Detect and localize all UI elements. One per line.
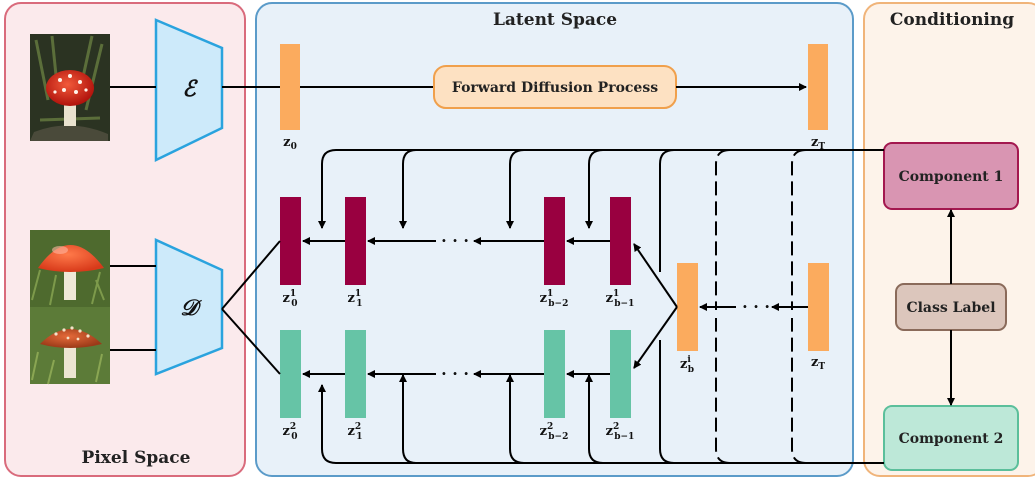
latent-z0-2: [280, 330, 301, 418]
latent-zb-i: [677, 263, 698, 351]
forward-diffusion-label: Forward Diffusion Process: [452, 80, 658, 96]
class-label-text: Class Label: [906, 300, 995, 316]
latent-zb-1-2: [610, 330, 631, 418]
component-1-label: Component 1: [899, 169, 1004, 185]
latent-z0: [280, 44, 300, 130]
latent-z1-2: [345, 330, 366, 418]
component-1-box: Component 1: [883, 142, 1019, 210]
latent-zT-top: [808, 44, 828, 130]
latent-zT-mid: [808, 263, 829, 351]
conditioning-bus-1: [318, 149, 884, 310]
encoder-symbol: ℰ: [182, 76, 198, 102]
encoder-block: ℰ: [154, 18, 224, 162]
conditioning-title: Conditioning: [890, 10, 1014, 30]
mushroom-image-input: [30, 34, 110, 141]
latent-z0-1: [280, 197, 301, 285]
latent-space-title: Latent Space: [493, 10, 617, 30]
forward-diffusion-process-box: Forward Diffusion Process: [433, 65, 677, 109]
decoder-connections: [110, 240, 281, 375]
decoder-symbol: 𝒟: [180, 295, 202, 321]
label-zT-mid: zT: [811, 355, 825, 372]
component-2-label: Component 2: [899, 431, 1004, 447]
branch-arrows: [633, 243, 808, 369]
ellipsis-middle: · · ·: [742, 297, 770, 316]
label-zT-top: zT: [811, 135, 825, 152]
latent-zb-2-1: [544, 197, 565, 285]
label-z0: z0: [283, 135, 297, 152]
component-2-box: Component 2: [883, 405, 1019, 471]
latent-zb-2-2: [544, 330, 565, 418]
ellipsis-row-2: · · ·: [441, 364, 469, 383]
class-label-box: Class Label: [895, 283, 1007, 331]
conditioning-bus-2: [318, 318, 884, 464]
ellipsis-row-1: · · ·: [441, 231, 469, 250]
latent-zb-1-1: [610, 197, 631, 285]
pixel-space-title: Pixel Space: [82, 448, 191, 468]
mushroom-image-output-2: [30, 307, 110, 385]
latent-z1-1: [345, 197, 366, 285]
conditioning-panel: [863, 2, 1035, 477]
mushroom-image-output-1: [30, 230, 110, 307]
decoder-block: 𝒟: [154, 238, 224, 376]
